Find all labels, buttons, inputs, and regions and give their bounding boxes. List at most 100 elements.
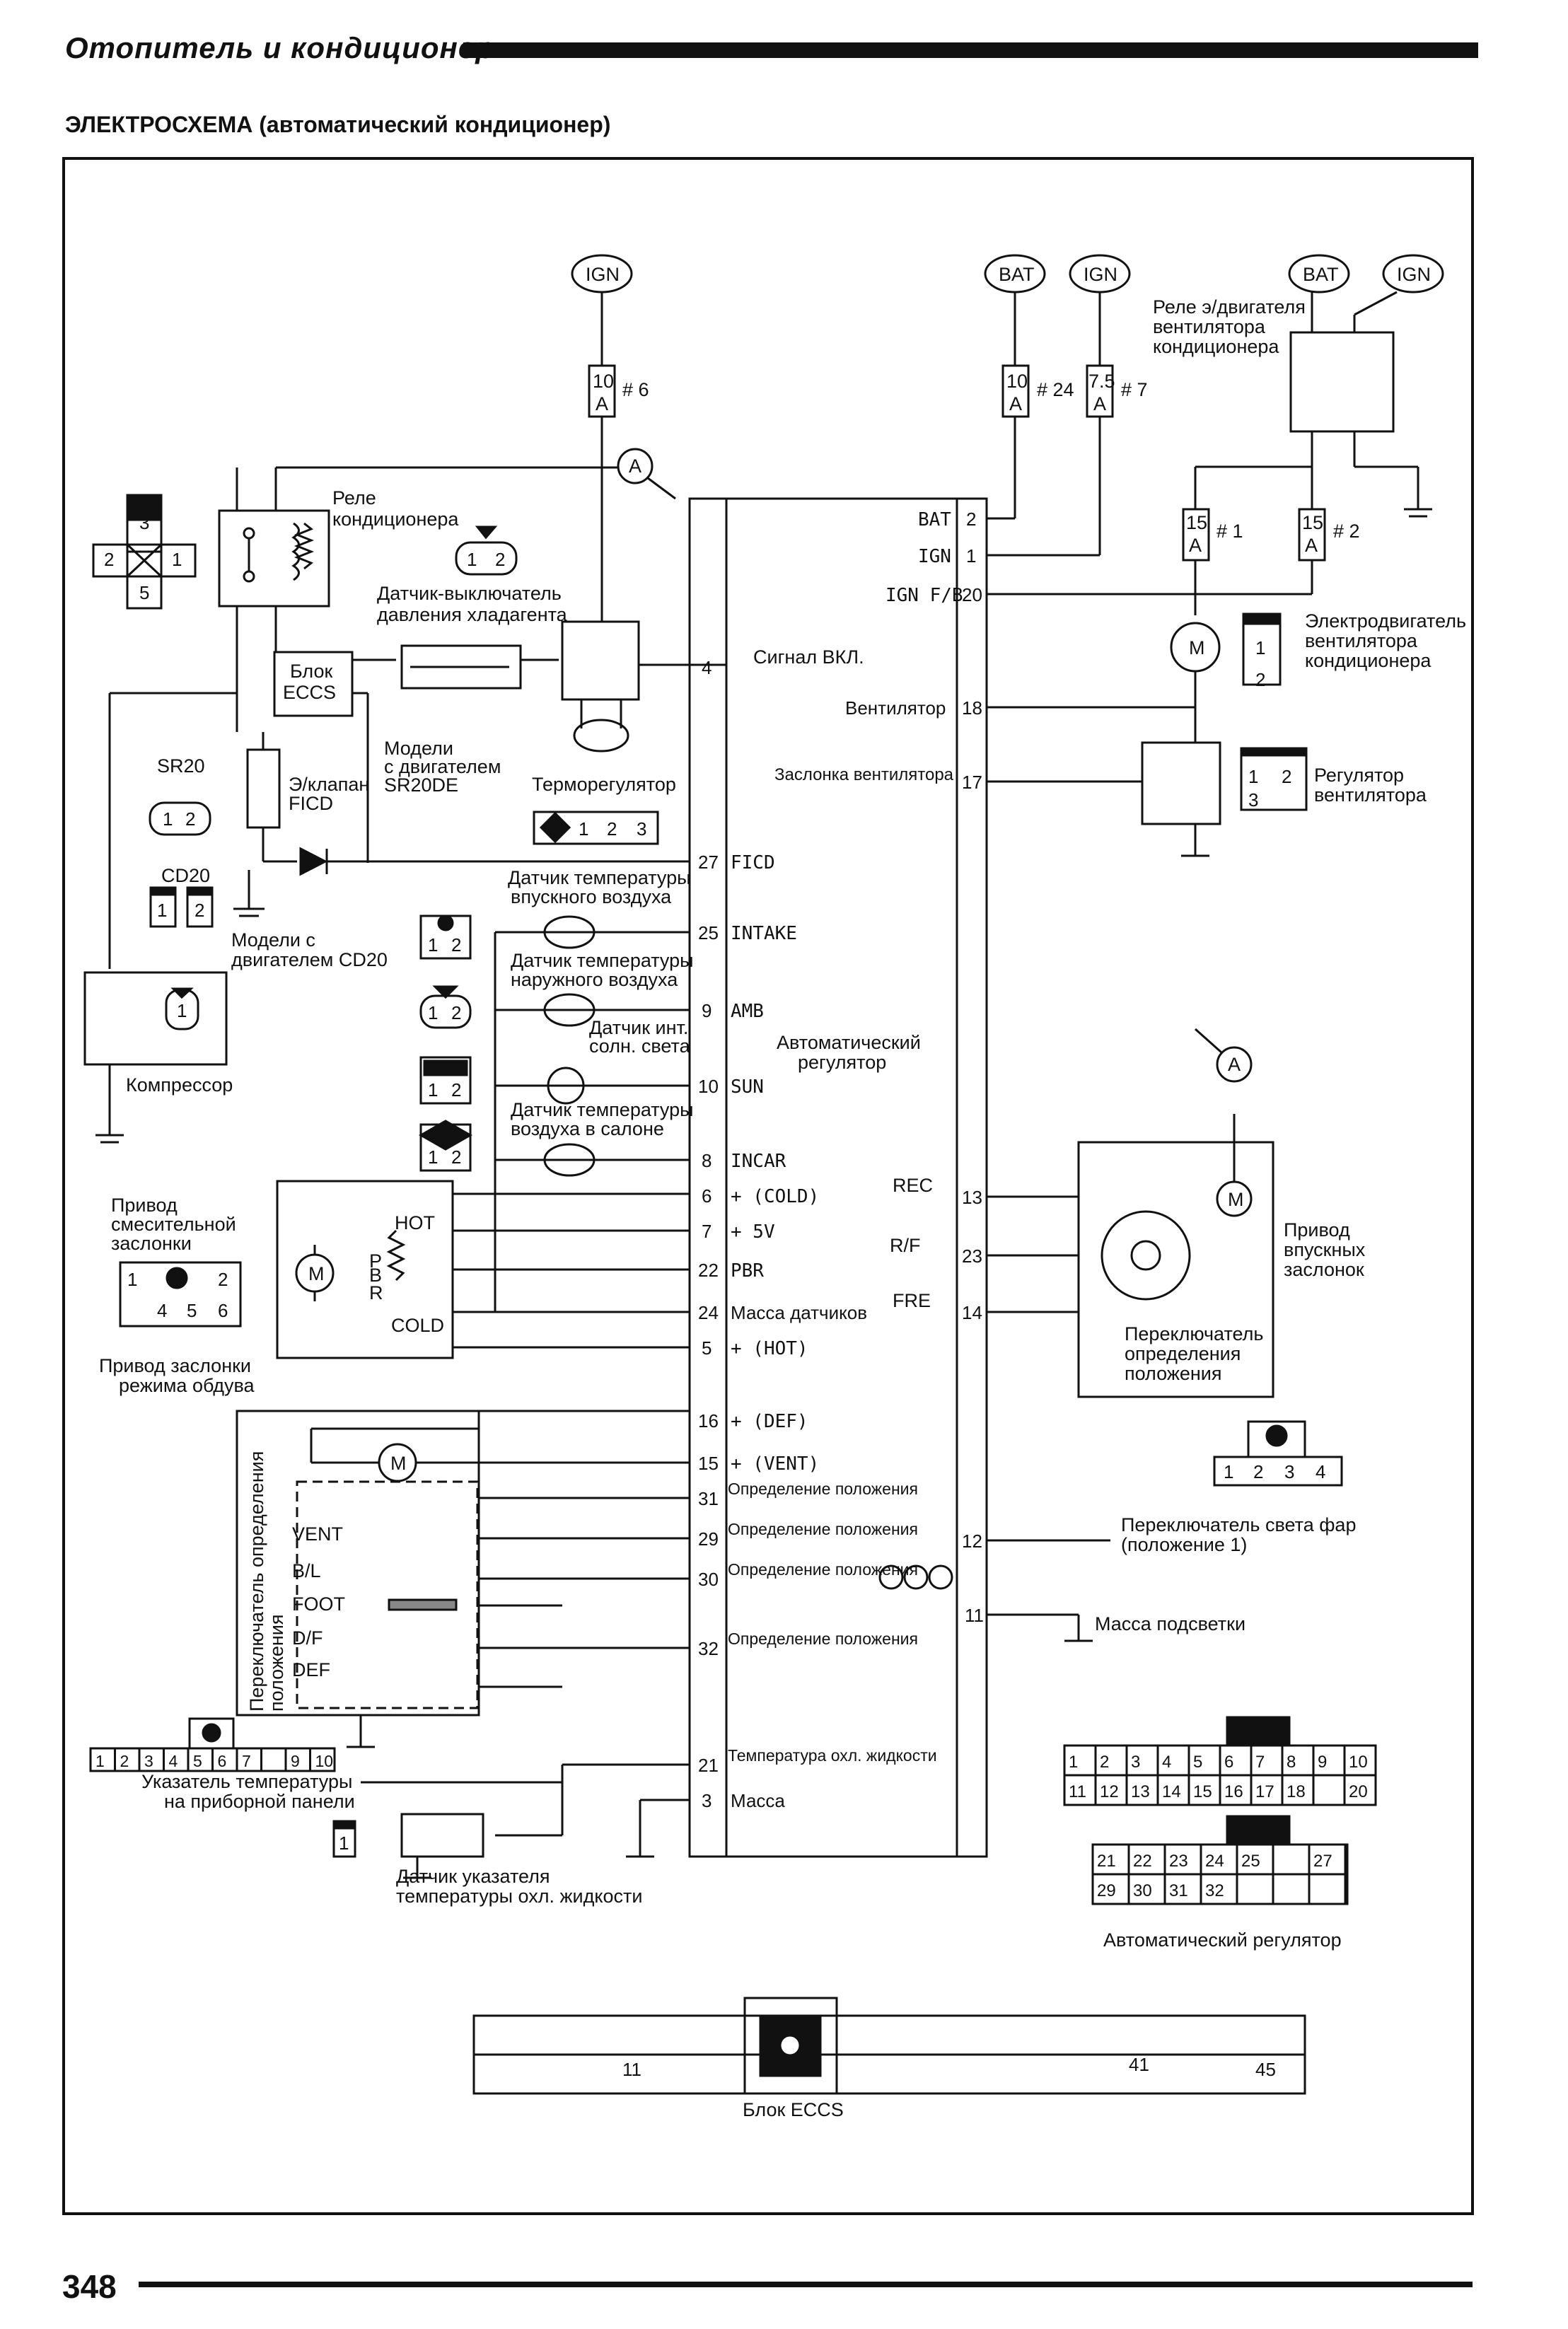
compressor-conn-1: 1	[177, 1000, 187, 1021]
ac-relay-label-2: кондиционера	[332, 509, 459, 530]
eccs-connector-label: Блок ECCS	[743, 2099, 844, 2120]
auto-reg-row1-pin: 10	[1349, 1753, 1368, 1772]
reg-pin-8: 8	[702, 1150, 712, 1171]
coolant-sensor-label-1: Датчик указателя	[396, 1866, 550, 1887]
fuse-10a-unit: A	[596, 393, 608, 414]
thermostat-body	[561, 620, 640, 701]
ign-label-center: IGN	[586, 264, 620, 285]
reg-pin-21: 21	[698, 1755, 719, 1776]
mode-switch-vertical-1: Переключатель определения	[246, 1451, 267, 1712]
auto-reg-row1-pin: 2	[1100, 1753, 1109, 1772]
incar-sensor	[543, 1143, 596, 1177]
headlamp-switch-label-2: (положение 1)	[1121, 1534, 1247, 1555]
reg-pin-7: 7	[702, 1221, 712, 1242]
fuse-75a-unit: A	[1093, 393, 1106, 414]
reg-pin-7-name: + 5V	[731, 1221, 775, 1243]
sun-conn-2: 2	[451, 1079, 461, 1100]
auto-reg-row1-pin: 6	[1224, 1753, 1233, 1772]
b-label: B	[369, 1265, 382, 1286]
auto-reg-row4-pin: 30	[1133, 1881, 1152, 1900]
reg-pin-5: 5	[702, 1337, 712, 1359]
gauge-conn-pin: 10	[315, 1752, 334, 1770]
intake-door-label-1: Привод	[1284, 1219, 1350, 1241]
compressor-label: Компрессор	[126, 1074, 233, 1096]
thermostat-conn-3: 3	[637, 818, 646, 840]
temp-gauge-label-2: на приборной панели	[164, 1791, 355, 1812]
intake-conn4-1: 1	[1224, 1461, 1233, 1482]
position-switch-label-1: Переключатель	[1125, 1323, 1263, 1344]
mix-conn-4: 4	[157, 1300, 167, 1321]
intake-sensor	[543, 915, 596, 949]
reg-pin-2-name: BAT	[918, 509, 951, 530]
auto-reg-row4-pin: 29	[1097, 1881, 1116, 1900]
sr20-conn-2: 2	[185, 808, 195, 830]
cd20-conn-2: 2	[194, 900, 204, 921]
auto-reg-row2-pin: 12	[1100, 1782, 1119, 1801]
fan-reg-conn-2: 2	[1282, 766, 1291, 787]
auto-reg-row2-pin: 17	[1255, 1782, 1274, 1801]
temp-gauge-label-1: Указатель температуры	[141, 1771, 352, 1792]
a-label-right: A	[1228, 1054, 1241, 1075]
cold-label: COLD	[391, 1315, 444, 1336]
reg-pin-30: 30	[698, 1569, 719, 1590]
ac-relay-label-1: Реле	[332, 487, 376, 509]
pressure-conn-2: 2	[495, 549, 505, 570]
auto-regulator-left-pins	[688, 497, 728, 1858]
auto-reg-row1-pin: 9	[1318, 1753, 1327, 1772]
mix-conn-1: 1	[127, 1269, 137, 1290]
reg-pin-4: 4	[702, 657, 712, 678]
bl-label: B/L	[292, 1560, 321, 1581]
reg-pin-14: 14	[962, 1302, 982, 1323]
auto-reg-row2-pin: 15	[1193, 1782, 1212, 1801]
mode-switch-vertical-2: положения	[266, 1614, 287, 1712]
auto-reg-row2-cell	[1343, 1774, 1377, 1806]
reg-pin-3-name: Масса	[731, 1790, 785, 1811]
reg-pin-29-name: Определение положения	[728, 1520, 918, 1538]
thermostat-conn-2: 2	[607, 818, 617, 840]
models-sr20de-2: с двигателем	[384, 756, 501, 777]
thermostat-label: Терморегулятор	[532, 774, 676, 795]
mode-motor-m: M	[390, 1453, 407, 1474]
reg-pin-21-name: Температура охл. жидкости	[728, 1746, 937, 1765]
fan-motor-relay	[1289, 331, 1395, 433]
gauge-conn-pin: 5	[193, 1752, 202, 1770]
ambient-conn-1: 1	[428, 1002, 438, 1023]
fan-motor-label-3: кондиционера	[1305, 650, 1431, 671]
reg-pin-10-name: SUN	[731, 1076, 764, 1098]
reg-pin-25: 25	[698, 922, 719, 943]
gauge-conn-pin: 3	[144, 1752, 153, 1770]
auto-reg-row2-cell	[1312, 1774, 1346, 1806]
gauge-conn-pin: 9	[291, 1752, 300, 1770]
reg-pin-1-name: IGN	[918, 546, 951, 567]
fan-motor-label-2: вентилятора	[1305, 630, 1418, 651]
reg-pin-15: 15	[698, 1453, 719, 1474]
eccs-pin-11: 11	[622, 2059, 641, 2080]
auto-reg-row4-cell	[1308, 1873, 1347, 1905]
ecm-block	[273, 651, 354, 717]
reg-pin-5-name: + (HOT)	[731, 1338, 808, 1359]
vent-label: VENT	[292, 1523, 343, 1545]
relay-conn-2: 2	[104, 549, 114, 570]
illum-ground-label: Масса подсветки	[1095, 1613, 1245, 1634]
reg-pin-16: 16	[698, 1410, 719, 1431]
reg-pin-15-name: + (VENT)	[731, 1453, 819, 1475]
reg-pin-18-name: Вентилятор	[845, 697, 946, 719]
a-point-right	[1216, 1046, 1253, 1083]
intake-conn-1: 1	[428, 934, 438, 956]
reg-pin-22-name: PBR	[731, 1260, 764, 1282]
auto-reg-row1-pin: 5	[1193, 1753, 1202, 1772]
reg-pin-16-name: + (DEF)	[731, 1411, 808, 1432]
reg-pin-24-name: Масса датчиков	[731, 1302, 867, 1323]
ficd-label-2: FICD	[289, 793, 333, 814]
relay-conn-3: 3	[139, 512, 149, 533]
fan-regulator	[1141, 741, 1221, 825]
intake-door-actuator	[1077, 1141, 1274, 1398]
fan-motor-conn-1: 1	[1255, 637, 1265, 658]
ac-relay	[218, 509, 330, 608]
reg-pin-24: 24	[698, 1302, 719, 1323]
intake-conn4-2: 2	[1253, 1461, 1263, 1482]
auto-regulator-label-2: регулятор	[798, 1052, 886, 1073]
sun-sensor-label-2: солн. света	[589, 1035, 691, 1057]
auto-reg-row2-pin: 20	[1349, 1782, 1368, 1801]
reg-pin-31: 31	[698, 1488, 719, 1509]
